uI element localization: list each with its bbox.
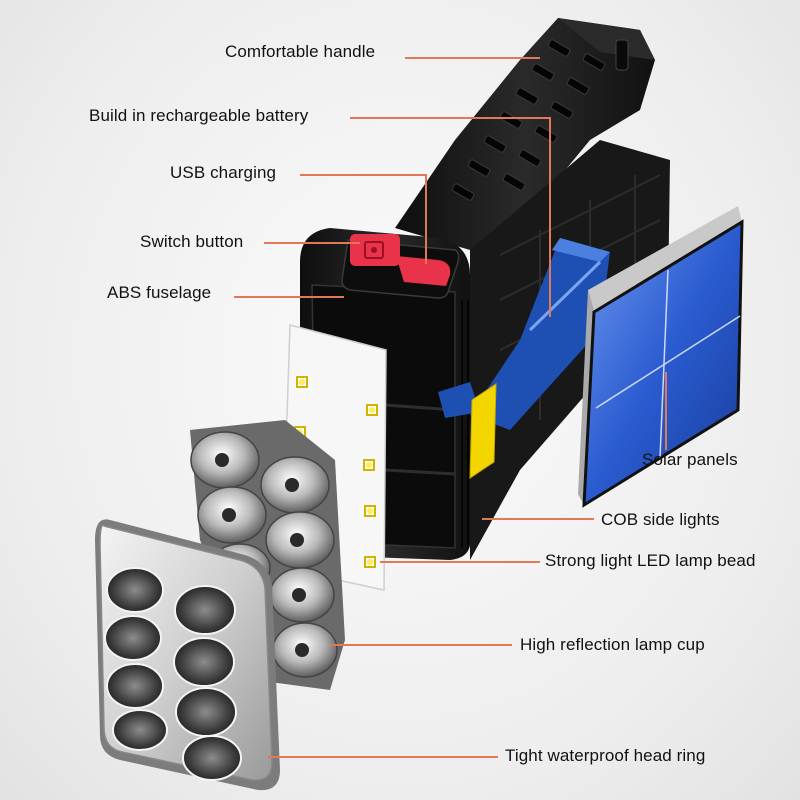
label-cob-side-lights: COB side lights [601,510,720,529]
leader-abs [234,296,344,298]
label-abs-fuselage: ABS fuselage [107,283,212,302]
leader-battery-drop [549,117,551,317]
leader-switch [264,242,360,244]
leader-battery [350,117,550,119]
leader-usb [300,174,426,176]
leader-handle [405,57,540,59]
label-rechargeable-battery: Build in rechargeable battery [89,106,309,125]
cob-side-light [469,383,497,479]
label-solar-panels: Solar panels [642,450,738,469]
solar-panel [578,206,744,508]
label-lamp-cup: High reflection lamp cup [520,635,705,654]
label-comfortable-handle: Comfortable handle [225,42,376,61]
label-head-ring: Tight waterproof head ring [505,746,706,765]
leader-led [380,561,540,563]
leader-cob [482,518,594,520]
switch-button [341,234,460,299]
handle [395,18,655,250]
rechargeable-battery [438,238,610,430]
leader-usb-drop [425,174,427,264]
label-switch-button: Switch button [140,232,244,251]
leader-cup [330,644,512,646]
leader-ring [268,756,498,758]
label-led-lamp-bead: Strong light LED lamp bead [545,551,756,570]
leader-solar [665,372,667,450]
head-ring [95,519,280,791]
label-usb-charging: USB charging [170,163,277,182]
